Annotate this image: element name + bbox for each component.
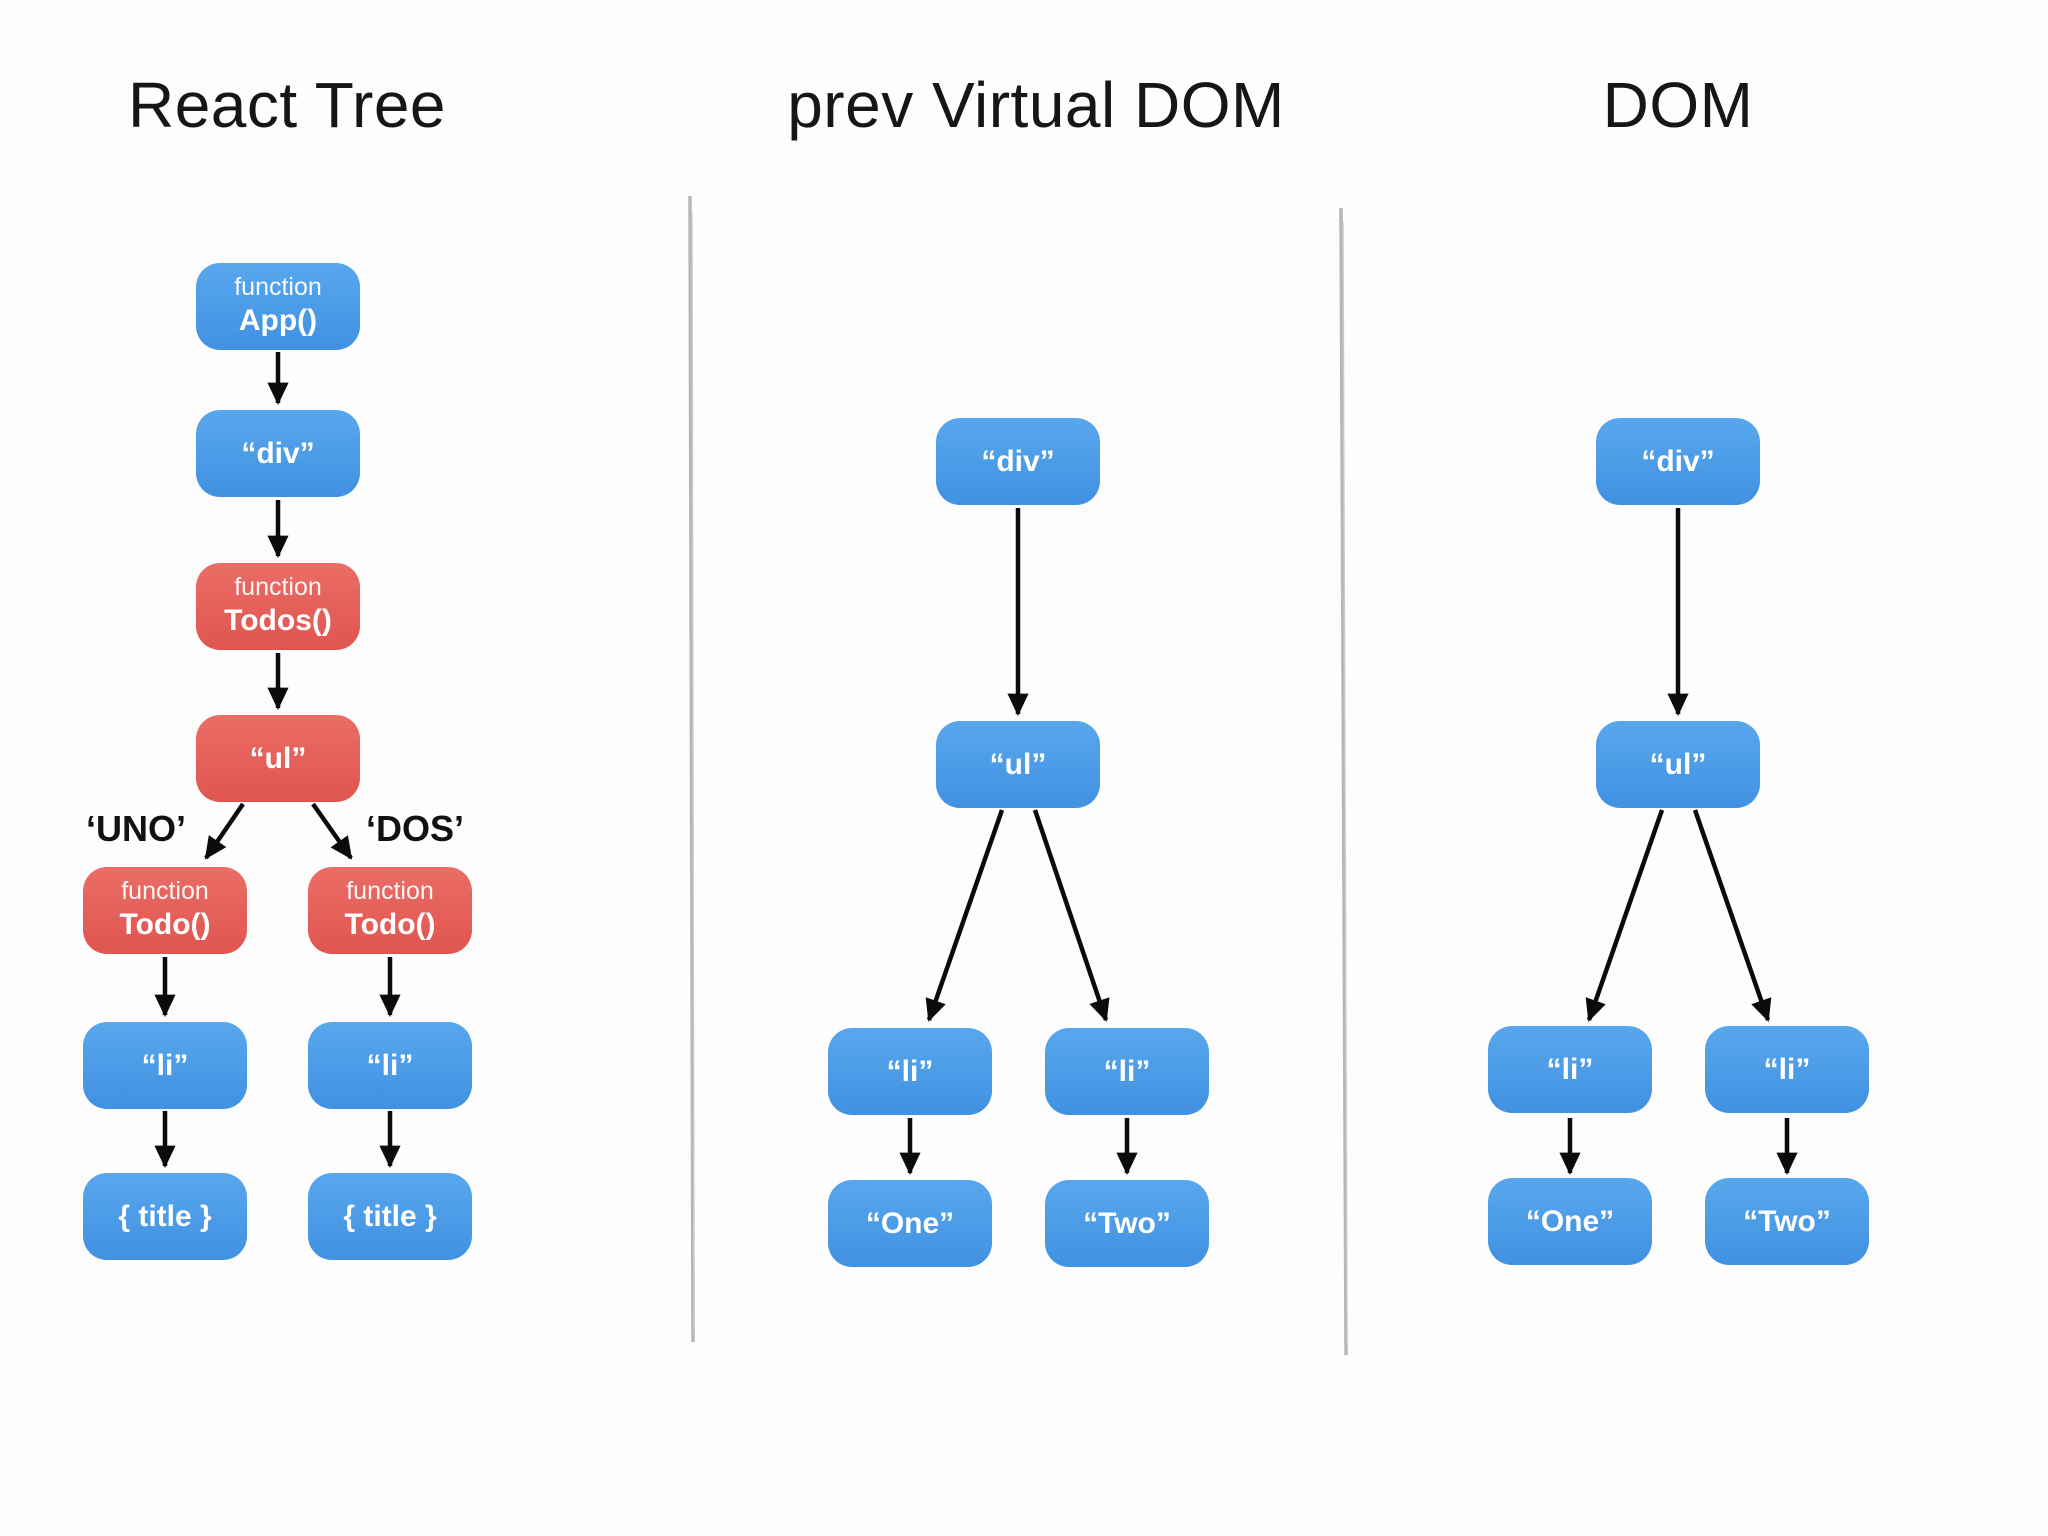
node-vdom-text-one-label: “One”	[865, 1206, 955, 1240]
node-function-todo-left: function Todo()	[83, 867, 247, 954]
node-react-li-right: “li”	[308, 1022, 472, 1109]
key-label-uno: ‘UNO’	[86, 808, 187, 849]
node-vdom-li-right-label: “li”	[1103, 1054, 1151, 1088]
node-vdom-li-right: “li”	[1045, 1028, 1209, 1115]
node-dom-text-two: “Two”	[1705, 1178, 1869, 1265]
node-dom-li-left: “li”	[1488, 1026, 1652, 1113]
node-function-todo-left-kind: function	[121, 877, 209, 906]
node-react-ul-label: “ul”	[249, 741, 307, 775]
node-vdom-div: “div”	[936, 418, 1100, 505]
node-vdom-ul: “ul”	[936, 721, 1100, 808]
arrow-ul-to-todo-right	[311, 802, 353, 860]
node-react-div: “div”	[196, 410, 360, 497]
arrow-ul-to-li-left	[1585, 809, 1665, 1022]
node-vdom-ul-label: “ul”	[989, 747, 1047, 781]
column-title-react-tree: React Tree	[127, 69, 447, 141]
node-react-li-right-label: “li”	[366, 1048, 414, 1082]
node-vdom-text-two: “Two”	[1045, 1180, 1209, 1267]
arrow-ul-to-li-left	[925, 809, 1005, 1022]
node-function-todos: function Todos()	[196, 563, 360, 650]
node-vdom-div-label: “div”	[981, 444, 1055, 478]
node-dom-li-right: “li”	[1705, 1026, 1869, 1113]
arrow-ul-to-todo-left	[204, 802, 245, 860]
column-title-dom: DOM	[1602, 69, 1754, 141]
node-dom-text-one-label: “One”	[1525, 1204, 1615, 1238]
node-dom-text-two-label: “Two”	[1743, 1204, 1831, 1238]
node-dom-div-label: “div”	[1641, 444, 1715, 478]
node-function-todo-left-name: Todo()	[119, 908, 211, 942]
node-react-title-left-label: { title }	[118, 1199, 212, 1233]
node-function-todo-right: function Todo()	[308, 867, 472, 954]
divider-right	[1339, 207, 1348, 1356]
node-function-todo-right-kind: function	[346, 877, 434, 906]
node-dom-ul-label: “ul”	[1649, 747, 1707, 781]
node-dom-li-left-label: “li”	[1546, 1052, 1594, 1086]
node-react-li-left-label: “li”	[141, 1048, 189, 1082]
node-react-div-label: “div”	[241, 436, 315, 470]
node-function-todo-right-name: Todo()	[344, 908, 436, 942]
divider-left	[687, 195, 695, 1343]
node-vdom-text-one: “One”	[828, 1180, 992, 1267]
node-react-li-left: “li”	[83, 1022, 247, 1109]
node-function-app-kind: function	[234, 273, 322, 302]
node-vdom-li-left: “li”	[828, 1028, 992, 1115]
node-function-todos-kind: function	[234, 573, 322, 602]
node-dom-text-one: “One”	[1488, 1178, 1652, 1265]
column-title-prev-virtual-dom: prev Virtual DOM	[787, 69, 1285, 141]
node-function-todos-name: Todos()	[224, 604, 332, 638]
node-dom-li-right-label: “li”	[1763, 1052, 1811, 1086]
node-function-app-name: App()	[238, 304, 318, 338]
arrow-ul-to-li-right	[1032, 809, 1110, 1022]
node-dom-div: “div”	[1596, 418, 1760, 505]
node-react-title-right: { title }	[308, 1173, 472, 1260]
node-react-title-left: { title }	[83, 1173, 247, 1260]
node-vdom-li-left-label: “li”	[886, 1054, 934, 1088]
node-function-app: function App()	[196, 263, 360, 350]
node-vdom-text-two-label: “Two”	[1083, 1206, 1171, 1240]
node-react-ul: “ul”	[196, 715, 360, 802]
node-react-title-right-label: { title }	[343, 1199, 437, 1233]
key-label-dos: ‘DOS’	[366, 808, 465, 849]
node-dom-ul: “ul”	[1596, 721, 1760, 808]
arrow-ul-to-li-right	[1692, 809, 1772, 1022]
